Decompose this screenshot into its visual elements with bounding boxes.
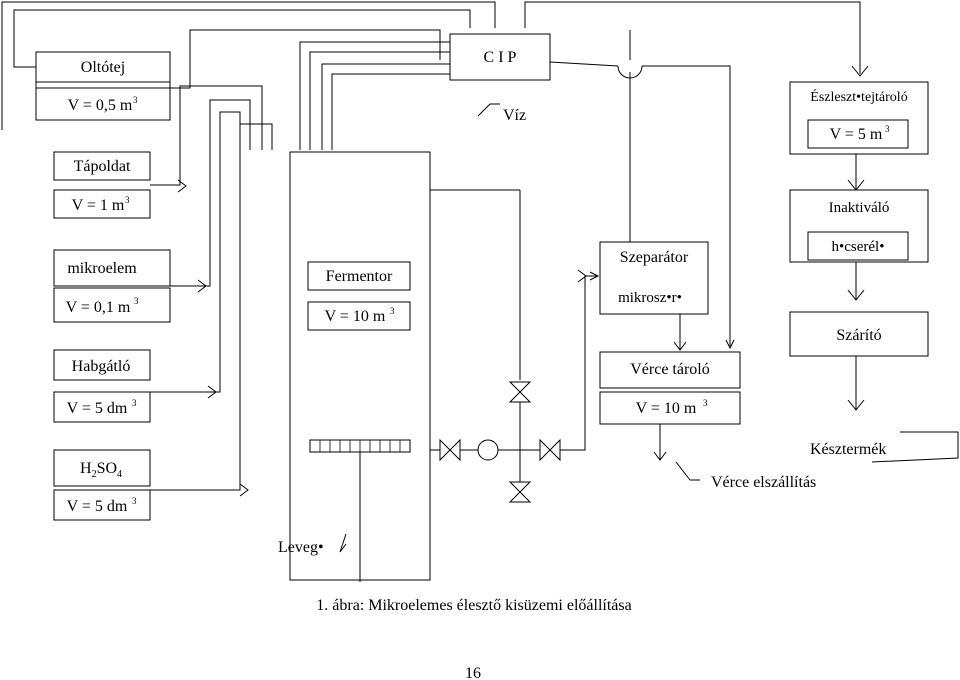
separator-name: Szeparátor [620, 249, 689, 266]
inactivator-name: Inaktiváló [829, 200, 890, 216]
verce-tank: Vérce tároló V = 10 m 3 [599, 351, 741, 425]
separator-sub: mikrosz•r• [618, 290, 682, 306]
yeast-milk-tank-volume: V = 5 m [830, 126, 883, 143]
svg-text:H2SO4: H2SO4 [80, 460, 122, 480]
tank-oltotej-volume: V = 0,5 m [68, 97, 133, 114]
tank-habgatlo-volume: V = 5 dm [67, 400, 128, 417]
label-verce-elszallitas: Vérce elszállítás [711, 474, 816, 491]
tank-tapoldat: Tápoldat V = 1 m 3 [53, 151, 151, 219]
h2so4-h: H [80, 460, 92, 477]
tank-mikroelem: mikroelem V = 0,1 m 3 [53, 249, 171, 323]
fermentor: Fermentor V = 10 m 3 [289, 151, 431, 582]
valve-vertical-1 [508, 381, 532, 403]
tank-h2so4-volume: V = 5 dm [67, 498, 128, 515]
tank-cip: C I P [449, 33, 551, 81]
valve-vertical-2 [508, 481, 532, 503]
label-viz: Víz [503, 107, 526, 124]
dryer-name: Szárító [836, 327, 881, 344]
yeast-milk-tank-exp: 3 [885, 124, 890, 134]
verce-tank-name: Vérce tároló [630, 361, 710, 378]
inactivator-sub: h•cserél• [832, 239, 885, 255]
figure-caption: 1. ábra: Mikroelemes élesztő kisüzemi el… [316, 597, 631, 614]
tank-h2so4: H2SO4 V = 5 dm 3 [53, 449, 151, 521]
h2so4-sub2: 2 [92, 469, 97, 480]
tank-oltotej: Oltótej V = 0,5 m 3 [35, 51, 171, 121]
tank-oltotej-name: Oltótej [81, 59, 125, 76]
fermentor-volume: V = 10 m [325, 308, 386, 325]
tank-tapoldat-exp: 3 [125, 195, 130, 205]
verce-tank-volume: V = 10 m [636, 400, 697, 417]
inactivator: Inaktiváló h•cserél• [789, 189, 929, 263]
tank-tapoldat-volume: V = 1 m [72, 197, 125, 214]
pipes [1, 1, 959, 553]
tank-oltotej-exp: 3 [133, 95, 138, 105]
tank-mikroelem-name: mikroelem [67, 260, 137, 277]
h2so4-so: SO [97, 460, 117, 477]
separator: Szeparátor mikrosz•r• [599, 241, 709, 315]
label-keszternek: Késztermék [810, 441, 886, 458]
tank-habgatlo-name: Habgátló [72, 358, 131, 375]
tank-mikroelem-exp: 3 [134, 296, 139, 306]
yeast-milk-tank: Észleszt•tejtároló V = 5 m 3 [789, 81, 929, 155]
fermentor-name: Fermentor [326, 268, 393, 285]
dryer: Szárító [789, 311, 929, 357]
fermentor-exp: 3 [390, 306, 395, 316]
pump-icon [477, 439, 499, 461]
tank-mikroelem-volume: V = 0,1 m [66, 299, 131, 316]
tank-habgatlo: Habgátló V = 5 dm 3 [53, 349, 151, 423]
verce-tank-exp: 3 [703, 398, 708, 408]
label-levego: Leveg• [278, 539, 324, 556]
air-sparger [309, 439, 411, 453]
yeast-milk-tank-name: Észleszt•tejtároló [810, 88, 907, 105]
tank-h2so4-exp: 3 [132, 496, 137, 506]
tank-habgatlo-exp: 3 [132, 398, 137, 408]
valve-horizontal-2 [539, 438, 561, 462]
valve-horizontal-1 [439, 438, 461, 462]
h2so4-sub4: 4 [117, 469, 122, 480]
page-number: 16 [465, 665, 481, 680]
tank-cip-name: C I P [484, 49, 517, 66]
tank-tapoldat-name: Tápoldat [74, 158, 131, 175]
